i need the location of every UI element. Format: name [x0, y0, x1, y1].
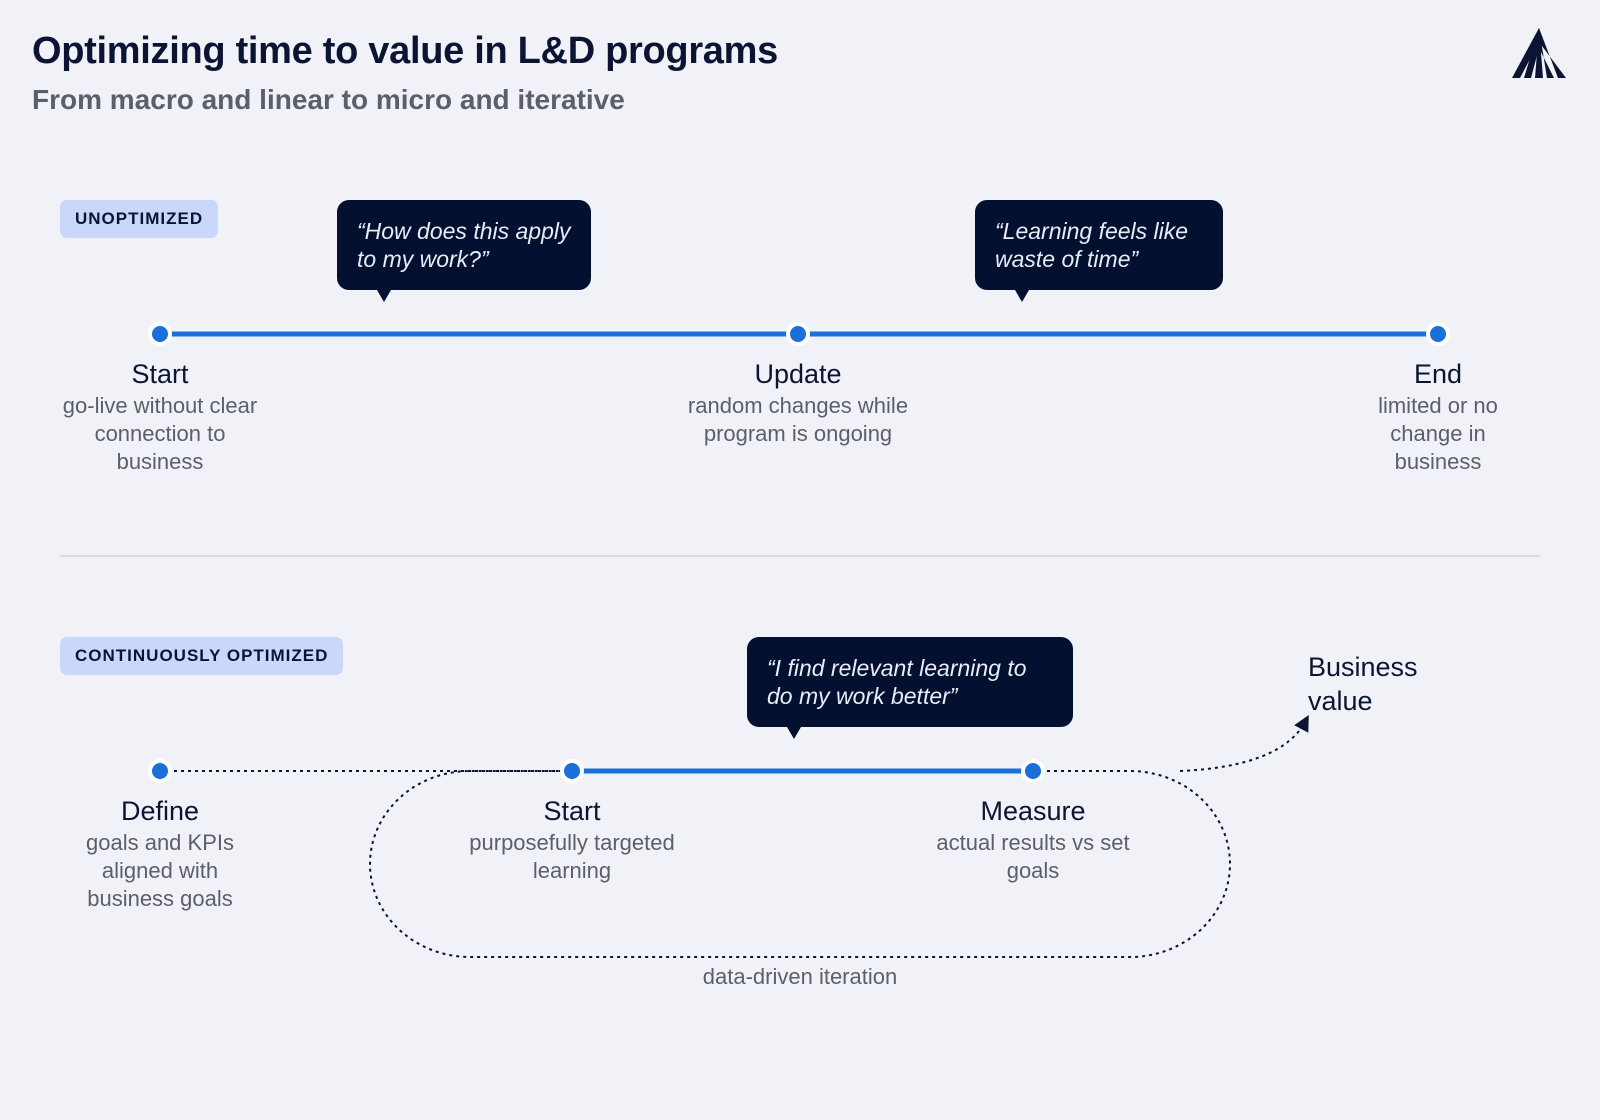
unoptimized-node-end	[1426, 322, 1450, 346]
quote-bubble-apply-to-work: “How does this apply to my work?”	[337, 200, 591, 302]
unoptimized-node-update	[786, 322, 810, 346]
optimized-node-measure	[1021, 759, 1045, 783]
quote-text: “I find relevant learning to do my work …	[767, 655, 1027, 709]
business-value-label: Business value	[1308, 652, 1418, 716]
optimized-label-start: Start purposefully targeted learning	[467, 795, 677, 885]
quote-text: “How does this apply to my work?”	[357, 218, 571, 272]
quote-bubble-relevant-learning: “I find relevant learning to do my work …	[747, 637, 1073, 739]
optimized-node-define	[148, 759, 172, 783]
unoptimized-label-start: Start go-live without clear connection t…	[55, 358, 265, 476]
node-description: actual results vs set goals	[936, 830, 1130, 883]
business-value-arrow	[1179, 714, 1309, 772]
unoptimized-label-update: Update random changes while program is o…	[663, 358, 933, 448]
continuously-optimized-badge: CONTINUOUSLY OPTIMIZED	[60, 637, 344, 675]
page-title: Optimizing time to value in L&D programs	[32, 30, 778, 72]
unoptimized-node-start	[148, 322, 172, 346]
page-subtitle: From macro and linear to micro and itera…	[32, 84, 625, 115]
node-description: random changes while program is ongoing	[687, 393, 909, 446]
node-description: purposefully targeted learning	[469, 830, 675, 883]
node-title: Start	[131, 359, 189, 389]
quote-bubble-waste-of-time: “Learning feels like waste of time”	[975, 200, 1223, 302]
node-title: Measure	[980, 796, 1086, 826]
quote-text: “Learning feels like waste of time”	[995, 218, 1189, 272]
node-title: Start	[543, 796, 601, 826]
iteration-loop-caption: data-driven iteration	[702, 964, 898, 989]
optimized-label-measure: Measure actual results vs set goals	[928, 795, 1138, 885]
iteration-loop	[369, 770, 1231, 958]
node-description: goals and KPIs aligned with business goa…	[86, 830, 234, 911]
node-title: Update	[754, 359, 842, 389]
node-description: limited or no change in business	[1378, 393, 1498, 474]
optimized-label-define: Define goals and KPIs aligned with busin…	[60, 795, 260, 913]
unoptimized-label-end: End limited or no change in business	[1353, 358, 1523, 476]
brand-logo-icon	[1512, 28, 1566, 78]
node-description: go-live without clear connection to busi…	[62, 393, 258, 474]
section-divider	[60, 555, 1540, 557]
optimized-node-start	[560, 759, 584, 783]
node-title: End	[1413, 359, 1463, 389]
node-title: Define	[120, 796, 200, 826]
unoptimized-badge: UNOPTIMIZED	[60, 200, 219, 238]
